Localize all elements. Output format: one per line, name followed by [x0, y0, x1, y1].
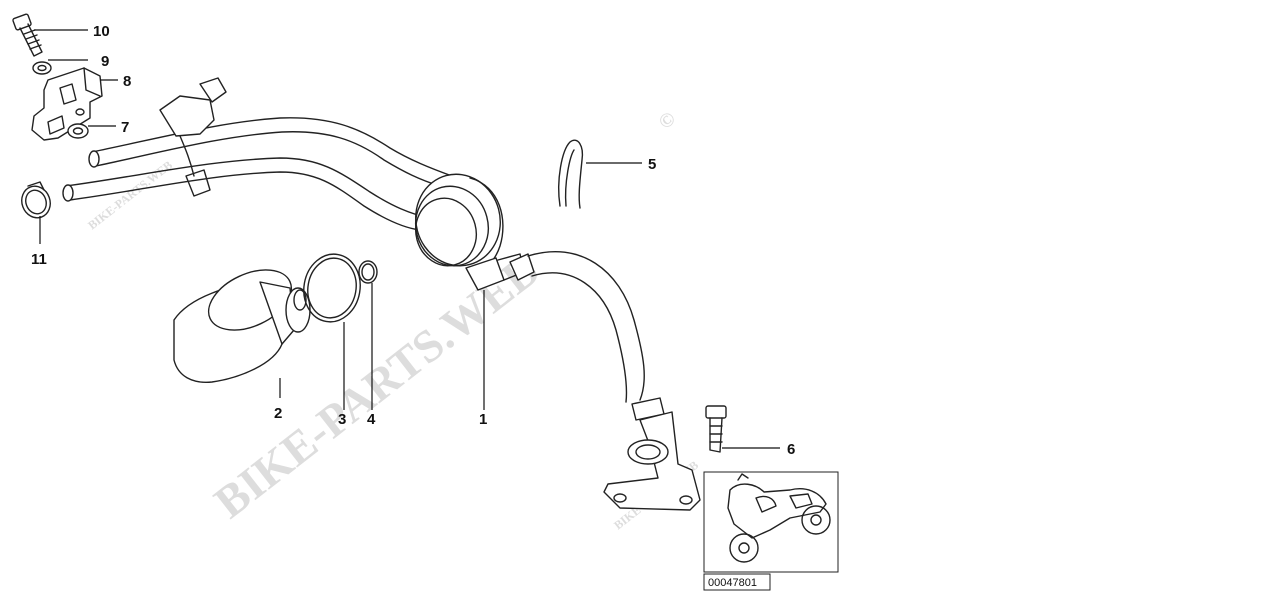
- callout-3: 3: [338, 411, 346, 428]
- callout-11: 11: [31, 251, 47, 268]
- fuel-filter-part-2: [173, 269, 311, 383]
- washer-part-9: [32, 61, 52, 75]
- o-ring-part-3: [303, 253, 361, 323]
- callout-8: 8: [123, 73, 131, 90]
- callout-6: 6: [787, 441, 795, 458]
- leader-lines: [34, 29, 780, 449]
- motorcycle-reference-thumbnail: 00047801: [703, 471, 839, 591]
- bolt-part-10: [12, 13, 43, 57]
- callout-9: 9: [101, 53, 109, 70]
- callout-2: 2: [274, 405, 282, 422]
- callout-1: 1: [479, 411, 487, 428]
- motorcycle-icon: [727, 473, 831, 563]
- callout-5: 5: [648, 156, 656, 173]
- callout-10: 10: [93, 23, 110, 40]
- watermark-copyright: ©: [655, 107, 680, 134]
- diagram-number: 00047801: [708, 577, 757, 589]
- callout-4: 4: [367, 411, 376, 428]
- callouts: 10 9 8 7 5 6 11 2 3 4 1: [31, 23, 795, 458]
- fuel-line-part-1: [62, 77, 701, 511]
- hose-clamp-part-11: [21, 181, 51, 219]
- o-ring-part-4: [358, 260, 378, 284]
- bolt-part-6: [705, 405, 727, 453]
- bracket-part-8: [31, 67, 103, 141]
- callout-7: 7: [121, 119, 129, 136]
- washer-part-7: [67, 123, 89, 139]
- spring-clip-part-5: [558, 139, 584, 209]
